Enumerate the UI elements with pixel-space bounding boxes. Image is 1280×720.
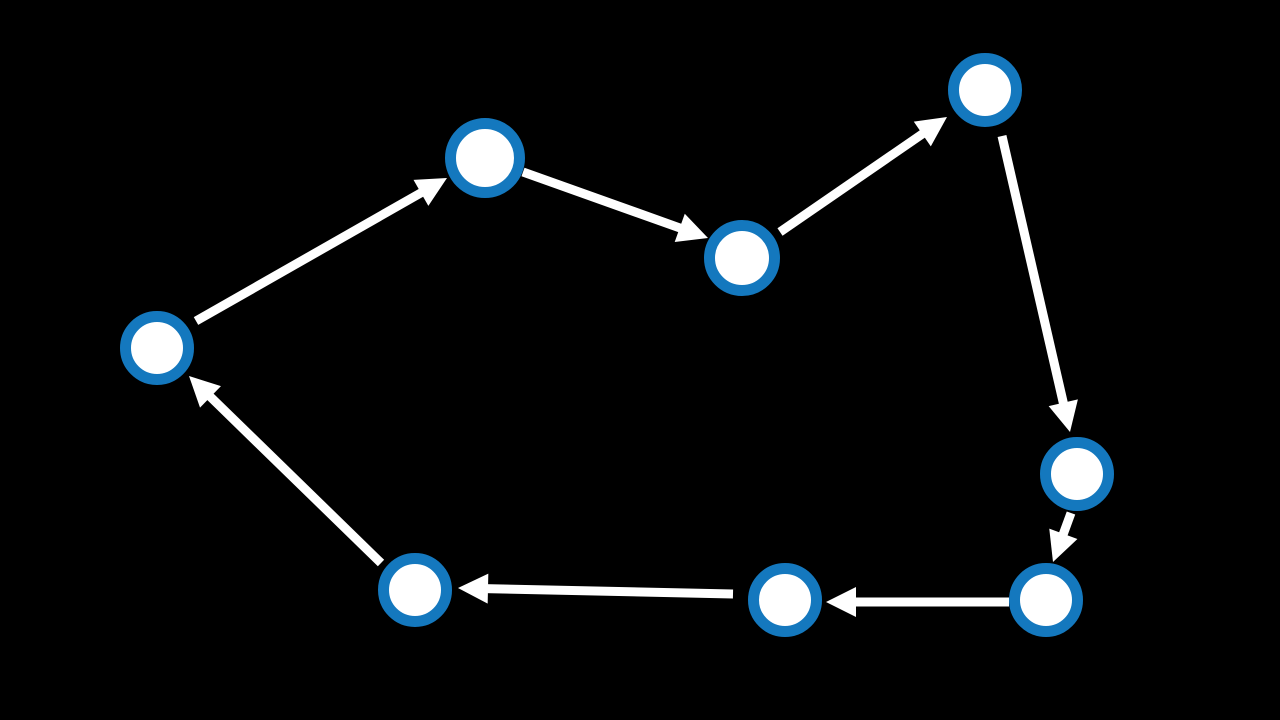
graph-node[interactable] — [445, 118, 525, 198]
node-ring — [378, 553, 452, 627]
graph-node[interactable] — [378, 553, 452, 627]
node-ring — [1040, 437, 1114, 511]
graph-edge — [458, 573, 734, 604]
graph-edge — [826, 587, 1009, 617]
edge-arrowhead-icon — [189, 376, 221, 408]
node-ring — [748, 563, 822, 637]
graph-node[interactable] — [948, 53, 1022, 127]
edge-line — [997, 134, 1069, 407]
graph-node[interactable] — [1040, 437, 1114, 511]
edge-line — [484, 584, 734, 599]
graph-edge — [189, 376, 385, 567]
node-ring — [1009, 563, 1083, 637]
nodes-layer — [120, 53, 1114, 637]
edge-arrowhead-icon — [458, 573, 489, 604]
node-ring — [120, 311, 194, 385]
graph-edge — [521, 167, 708, 243]
edge-line — [521, 167, 685, 234]
graph-node[interactable] — [120, 311, 194, 385]
edge-arrowhead-icon — [1049, 528, 1078, 562]
node-ring — [445, 118, 525, 198]
graph-node[interactable] — [1009, 563, 1083, 637]
node-ring — [704, 220, 780, 296]
edge-line — [193, 187, 426, 325]
graph-edge — [777, 117, 947, 236]
graph-node[interactable] — [704, 220, 780, 296]
edge-arrowhead-icon — [826, 587, 856, 617]
edge-arrowhead-icon — [913, 117, 947, 147]
graph-edge — [1049, 511, 1078, 562]
edge-arrowhead-icon — [1048, 399, 1078, 432]
edges-layer — [189, 117, 1078, 617]
edge-line — [1058, 511, 1076, 539]
graph-edge — [997, 134, 1078, 432]
graph-edge — [193, 178, 447, 325]
edge-line — [205, 391, 385, 567]
edge-arrowhead-icon — [674, 213, 708, 243]
edge-line — [777, 128, 928, 236]
graph-node[interactable] — [748, 563, 822, 637]
node-ring — [948, 53, 1022, 127]
edge-arrowhead-icon — [413, 178, 447, 206]
